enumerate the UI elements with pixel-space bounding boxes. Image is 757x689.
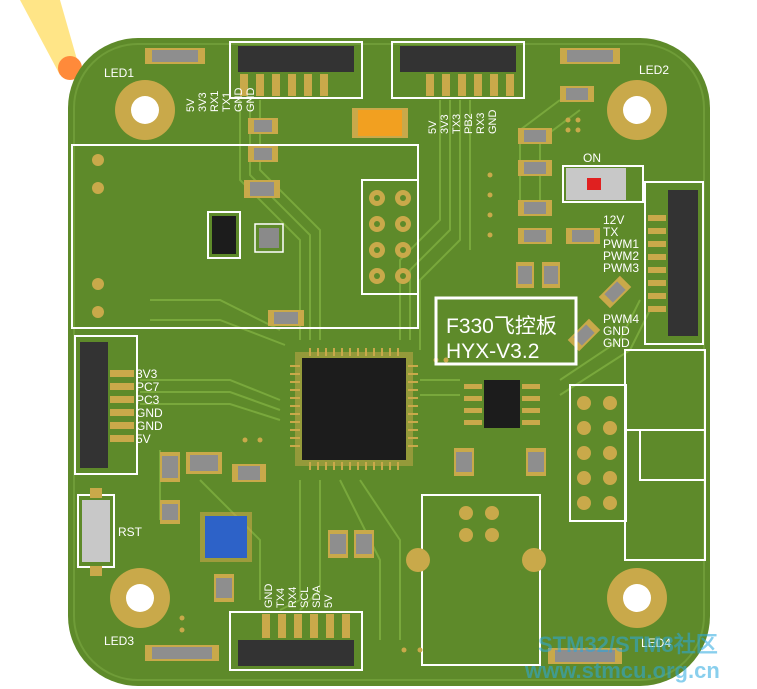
led1-label: LED1: [104, 66, 134, 80]
header-bottom: [229, 611, 363, 671]
right-pin-6: GND: [603, 324, 630, 338]
top-left-header-labels: 5V 3V3 RX1 TX1 GND GND: [185, 88, 257, 113]
led3-label: LED3: [104, 634, 134, 648]
left-pin-5: 5V: [136, 432, 151, 446]
tl-pin-5: GND: [245, 88, 257, 113]
title-box: F330飞控板 HYX-V3.2: [434, 296, 578, 366]
switch-label: ON: [583, 151, 601, 165]
mcu-chip: [290, 348, 418, 470]
tl-pin-1: 3V3: [197, 92, 209, 112]
power-switch: [562, 165, 644, 203]
top-right-header-labels: 5V 3V3 TX3 PB2 RX3 GND: [427, 110, 499, 135]
right-pin-3: PWM2: [603, 249, 639, 263]
led2-label: LED2: [639, 63, 669, 77]
tr-pin-5: GND: [487, 110, 499, 135]
watermark-line1: STM32/STM8社区: [538, 632, 718, 657]
left-pin-3: GND: [136, 406, 163, 420]
led4-label: LED4: [641, 636, 671, 650]
right-pin-5: PWM4: [603, 312, 639, 326]
header-left: [74, 335, 138, 475]
smd-components: [145, 48, 632, 664]
watermark-line2: www.stmcu.org.cn: [524, 658, 720, 683]
tl-pin-4: GND: [233, 88, 245, 113]
bottom-module-outline: [421, 494, 541, 666]
header-top-left: [229, 41, 363, 99]
left-pin-2: PC3: [136, 393, 160, 407]
bottom-header-labels: GND TX4 RX4 SCL SDA 5V: [263, 584, 335, 609]
traces: [140, 99, 651, 640]
right-pin-1: TX: [603, 225, 618, 239]
header-right: [644, 181, 704, 345]
reset-button: [77, 488, 115, 576]
light-beam: [20, 0, 82, 80]
bottom-pads: [406, 506, 546, 572]
left-pin-1: PC7: [136, 380, 160, 394]
pin-header-2x4: [361, 179, 419, 295]
board-title: F330飞控板: [446, 315, 557, 338]
board-version: HYX-V3.2: [446, 340, 539, 363]
bottom-pin-1: TX4: [275, 588, 287, 608]
tl-pin-3: TX1: [221, 92, 233, 112]
mounting-holes: [110, 80, 667, 628]
blue-ic: [200, 512, 252, 562]
bottom-pin-3: SCL: [299, 587, 311, 608]
tl-pin-0: 5V: [185, 98, 197, 112]
module-holes: [92, 154, 104, 318]
bottom-pin-2: RX4: [287, 587, 299, 608]
tr-pin-1: 3V3: [439, 114, 451, 134]
right-pin-4: PWM3: [603, 261, 639, 275]
left-pin-4: GND: [136, 419, 163, 433]
tr-pin-2: TX3: [451, 114, 463, 134]
bottom-pin-4: SDA: [311, 585, 323, 608]
reset-label: RST: [118, 525, 143, 539]
tl-pin-2: RX1: [209, 91, 221, 112]
left-header-labels: 3V3 PC7 PC3 GND GND 5V: [136, 367, 163, 446]
left-pin-0: 3V3: [136, 367, 158, 381]
right-header-labels: 12V TX PWM1 PWM2 PWM3 PWM4 GND GND: [603, 213, 639, 350]
tr-pin-0: 5V: [427, 120, 439, 134]
header-top-right: [391, 41, 525, 99]
right-pin-2: PWM1: [603, 237, 639, 251]
tantalum-cap: [352, 108, 408, 138]
pin-header-2x5: [569, 384, 627, 522]
tr-pin-4: RX3: [475, 113, 487, 134]
small-chip: [207, 211, 284, 259]
right-pin-0: 12V: [603, 213, 624, 227]
bottom-pin-0: GND: [263, 584, 275, 609]
tr-pin-3: PB2: [463, 113, 475, 134]
vias: [179, 117, 581, 653]
soic-chip: [464, 380, 540, 428]
bottom-pin-5: 5V: [323, 594, 335, 608]
right-pin-7: GND: [603, 336, 630, 350]
